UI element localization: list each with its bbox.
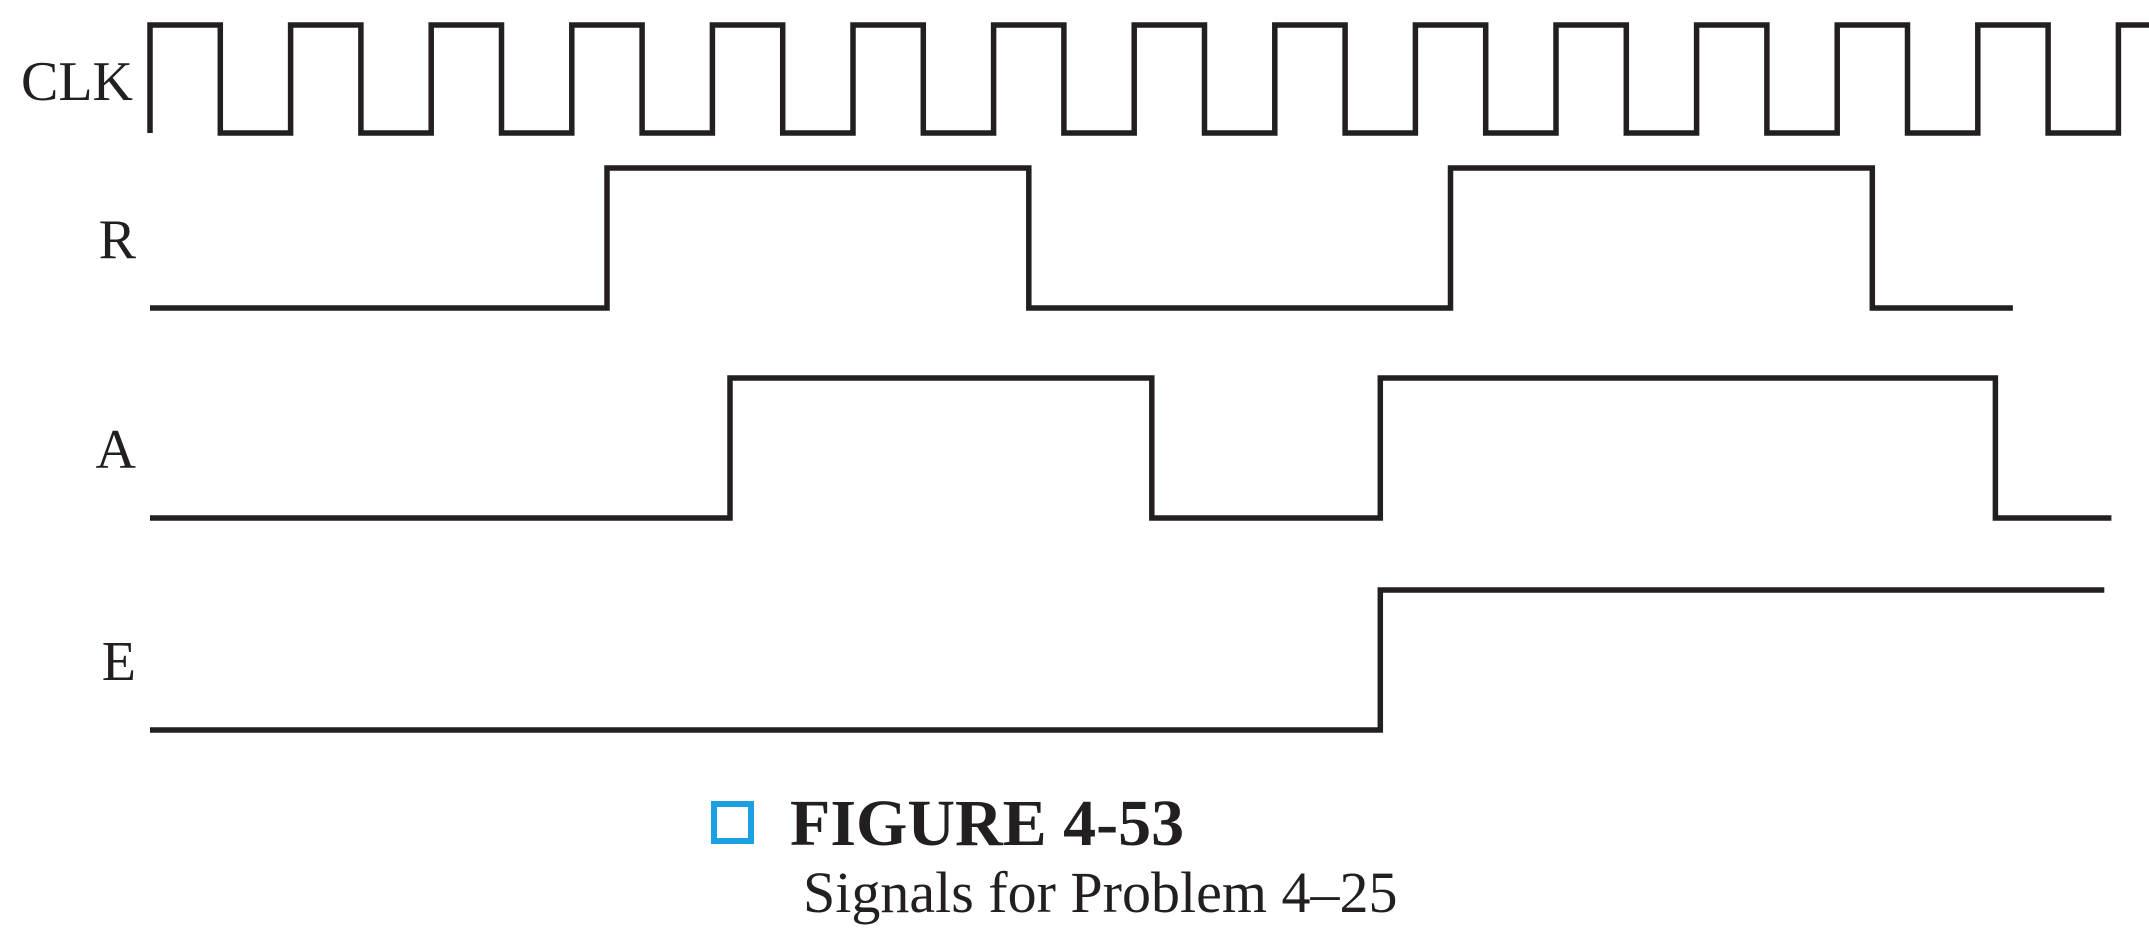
waveform-a: [150, 375, 2112, 521]
figure-marker-icon: [711, 801, 754, 844]
waveform-clk: [147, 22, 2149, 136]
signal-label-e: E: [102, 631, 136, 693]
waveform-e: [150, 587, 2105, 733]
figure-title: FIGURE 4-53: [790, 787, 1184, 860]
waveform-r: [150, 165, 2013, 311]
signal-label-clk: CLK: [21, 51, 133, 113]
waveforms: CLK R A E: [21, 22, 2149, 733]
signal-label-r: R: [99, 209, 137, 271]
figure-caption: FIGURE 4-53 Signals for Problem 4–25: [711, 787, 1397, 925]
figure-subtitle: Signals for Problem 4–25: [803, 860, 1397, 925]
signal-label-a: A: [96, 419, 137, 481]
